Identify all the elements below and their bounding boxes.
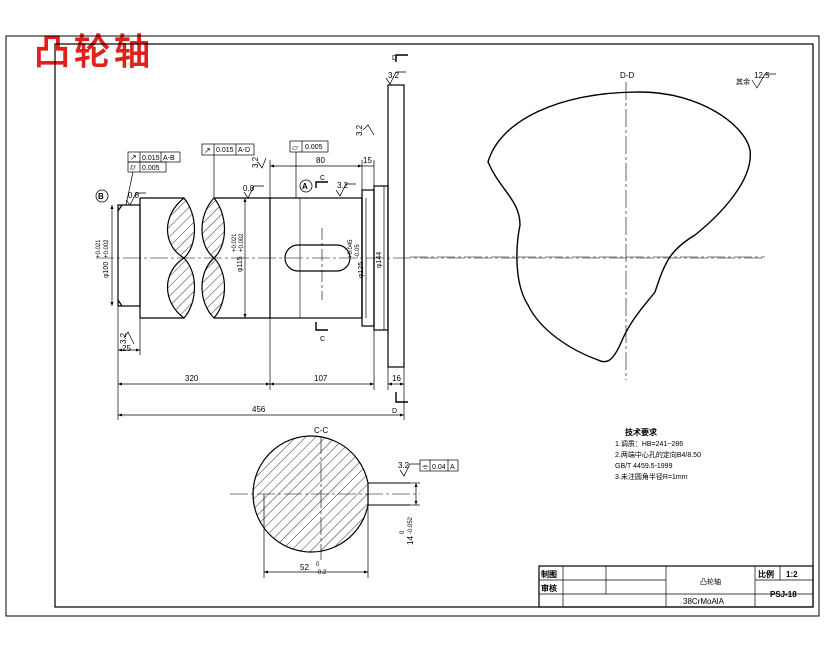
tech-heading: 技术要求 <box>625 427 658 437</box>
roughness-5: 3.2 <box>251 156 260 168</box>
symmetry-icon: ⌯ <box>422 462 429 471</box>
break-section-left <box>166 197 195 319</box>
datum-b-circle <box>95 189 109 203</box>
dd-roughness-value: 12.5 <box>754 71 770 80</box>
cylindricity-icon: ⌭ <box>130 163 136 172</box>
cam-profile <box>487 91 751 363</box>
dim-d125: φ125 <box>358 262 365 278</box>
gdt-3-datum: A-D <box>238 147 250 154</box>
roughness-7: 3.2 <box>388 71 400 80</box>
title-block <box>538 565 814 608</box>
dd-roughness-symbol <box>751 73 776 89</box>
title-block-material: 38CrMoAlA <box>683 597 725 606</box>
roughness-3: 3.2 <box>337 181 349 190</box>
dd-roughness-prefix: 其余 <box>736 77 750 86</box>
cc-dim-width-lower: -0.2 <box>316 570 327 576</box>
drawing-title: 凸轮轴 <box>34 31 155 73</box>
roughness-symbols <box>123 71 406 345</box>
cc-view-label: C-C <box>314 426 328 435</box>
dim-d125-upper: +0.045 <box>348 239 354 258</box>
gdt-4-tolerance: 0.005 <box>305 144 323 151</box>
inner-frame <box>54 43 814 608</box>
dim-25: 25 <box>122 344 131 353</box>
title-block-checked: 审核 <box>541 583 557 593</box>
cc-dim-key: 14 <box>406 536 415 545</box>
dim-d100: φ100 <box>103 262 110 278</box>
roughness-1: 0.8 <box>128 191 140 200</box>
dim-320: 320 <box>185 374 199 383</box>
gdt-3-tolerance: 0.015 <box>216 147 234 154</box>
dim-d115-upper: +0.021 <box>232 233 238 252</box>
shaft-body-left <box>139 197 184 319</box>
cc-dim-width: 52 <box>300 563 309 572</box>
roughness-4: 3.2 <box>119 332 128 344</box>
title-block-drawing-no: PSJ-18 <box>770 590 797 599</box>
main-dimensions <box>110 160 405 420</box>
dim-d144: φ144 <box>376 252 383 268</box>
dd-view-label: D-D <box>620 71 634 80</box>
dd-view <box>410 82 765 380</box>
cc-keyway <box>368 482 410 506</box>
dim-456: 456 <box>252 405 266 414</box>
cc-section-hatched <box>252 435 369 553</box>
dim-d115: φ115 <box>237 256 244 272</box>
cc-dimensions <box>263 459 459 578</box>
gdt-1-datum: A-B <box>163 155 175 162</box>
outer-border <box>5 35 820 617</box>
tech-item-3: GB/T 4459.5-1999 <box>615 463 673 470</box>
cc-sym-datum: A <box>450 464 455 471</box>
tech-item-1: 1.调质：HB=241~286 <box>615 439 683 448</box>
dim-d100-upper: +0.021 <box>96 239 102 258</box>
flatness-icon: ⏥ <box>292 143 299 152</box>
cc-view <box>230 435 420 560</box>
roughness-6: 3.2 <box>355 124 364 136</box>
section-mark-c-bottom: C <box>320 336 325 343</box>
gdt-2-tolerance: 0.005 <box>142 165 160 172</box>
section-mark-d-bottom: D <box>392 408 397 415</box>
cc-roughness: 3.2 <box>398 461 410 470</box>
dim-80: 80 <box>316 156 325 165</box>
runout-icon: ↗ <box>204 146 211 155</box>
gdt-1-tolerance: 0.015 <box>142 155 160 162</box>
dim-16: 16 <box>392 374 401 383</box>
section-mark-d-top: D <box>392 55 397 62</box>
dim-15: 15 <box>363 156 372 165</box>
title-block-scale-value: 1:2 <box>786 570 798 579</box>
dim-d115-lower: +0.002 <box>239 233 245 252</box>
roughness-2: 0.8 <box>243 184 255 193</box>
dim-107: 107 <box>314 374 328 383</box>
main-view <box>96 84 765 368</box>
circular-runout-icon: ↗ <box>130 153 137 162</box>
section-mark-c-top: C <box>320 175 325 182</box>
dim-d125-lower: -0.05 <box>355 244 361 258</box>
cc-dim-width-upper: 0 <box>316 562 320 568</box>
gdt-frames <box>125 140 329 206</box>
datum-a-circle <box>299 179 313 193</box>
tech-item-4: 3.未注圆角半径R=1mm <box>615 472 688 481</box>
cc-sym-tolerance: 0.04 <box>432 464 446 471</box>
title-block-drawn: 制图 <box>541 569 557 579</box>
keyway-slot <box>284 244 351 272</box>
title-block-part-name: 凸轮轴 <box>700 577 721 586</box>
tech-item-2: 2.两端中心孔的定向B4/8.50 <box>615 450 701 459</box>
dim-d100-lower: +0.002 <box>104 239 110 258</box>
datum-a-label: A <box>302 182 308 191</box>
cam-disc-edge <box>387 84 405 368</box>
left-journal <box>117 204 141 307</box>
cc-dim-key-lower: -0.052 <box>408 516 414 534</box>
title-block-scale-label: 比例 <box>758 569 774 579</box>
cc-dim-key-upper: 0 <box>400 530 406 534</box>
section-cut-marks <box>315 54 408 403</box>
datum-b-label: B <box>98 192 104 201</box>
